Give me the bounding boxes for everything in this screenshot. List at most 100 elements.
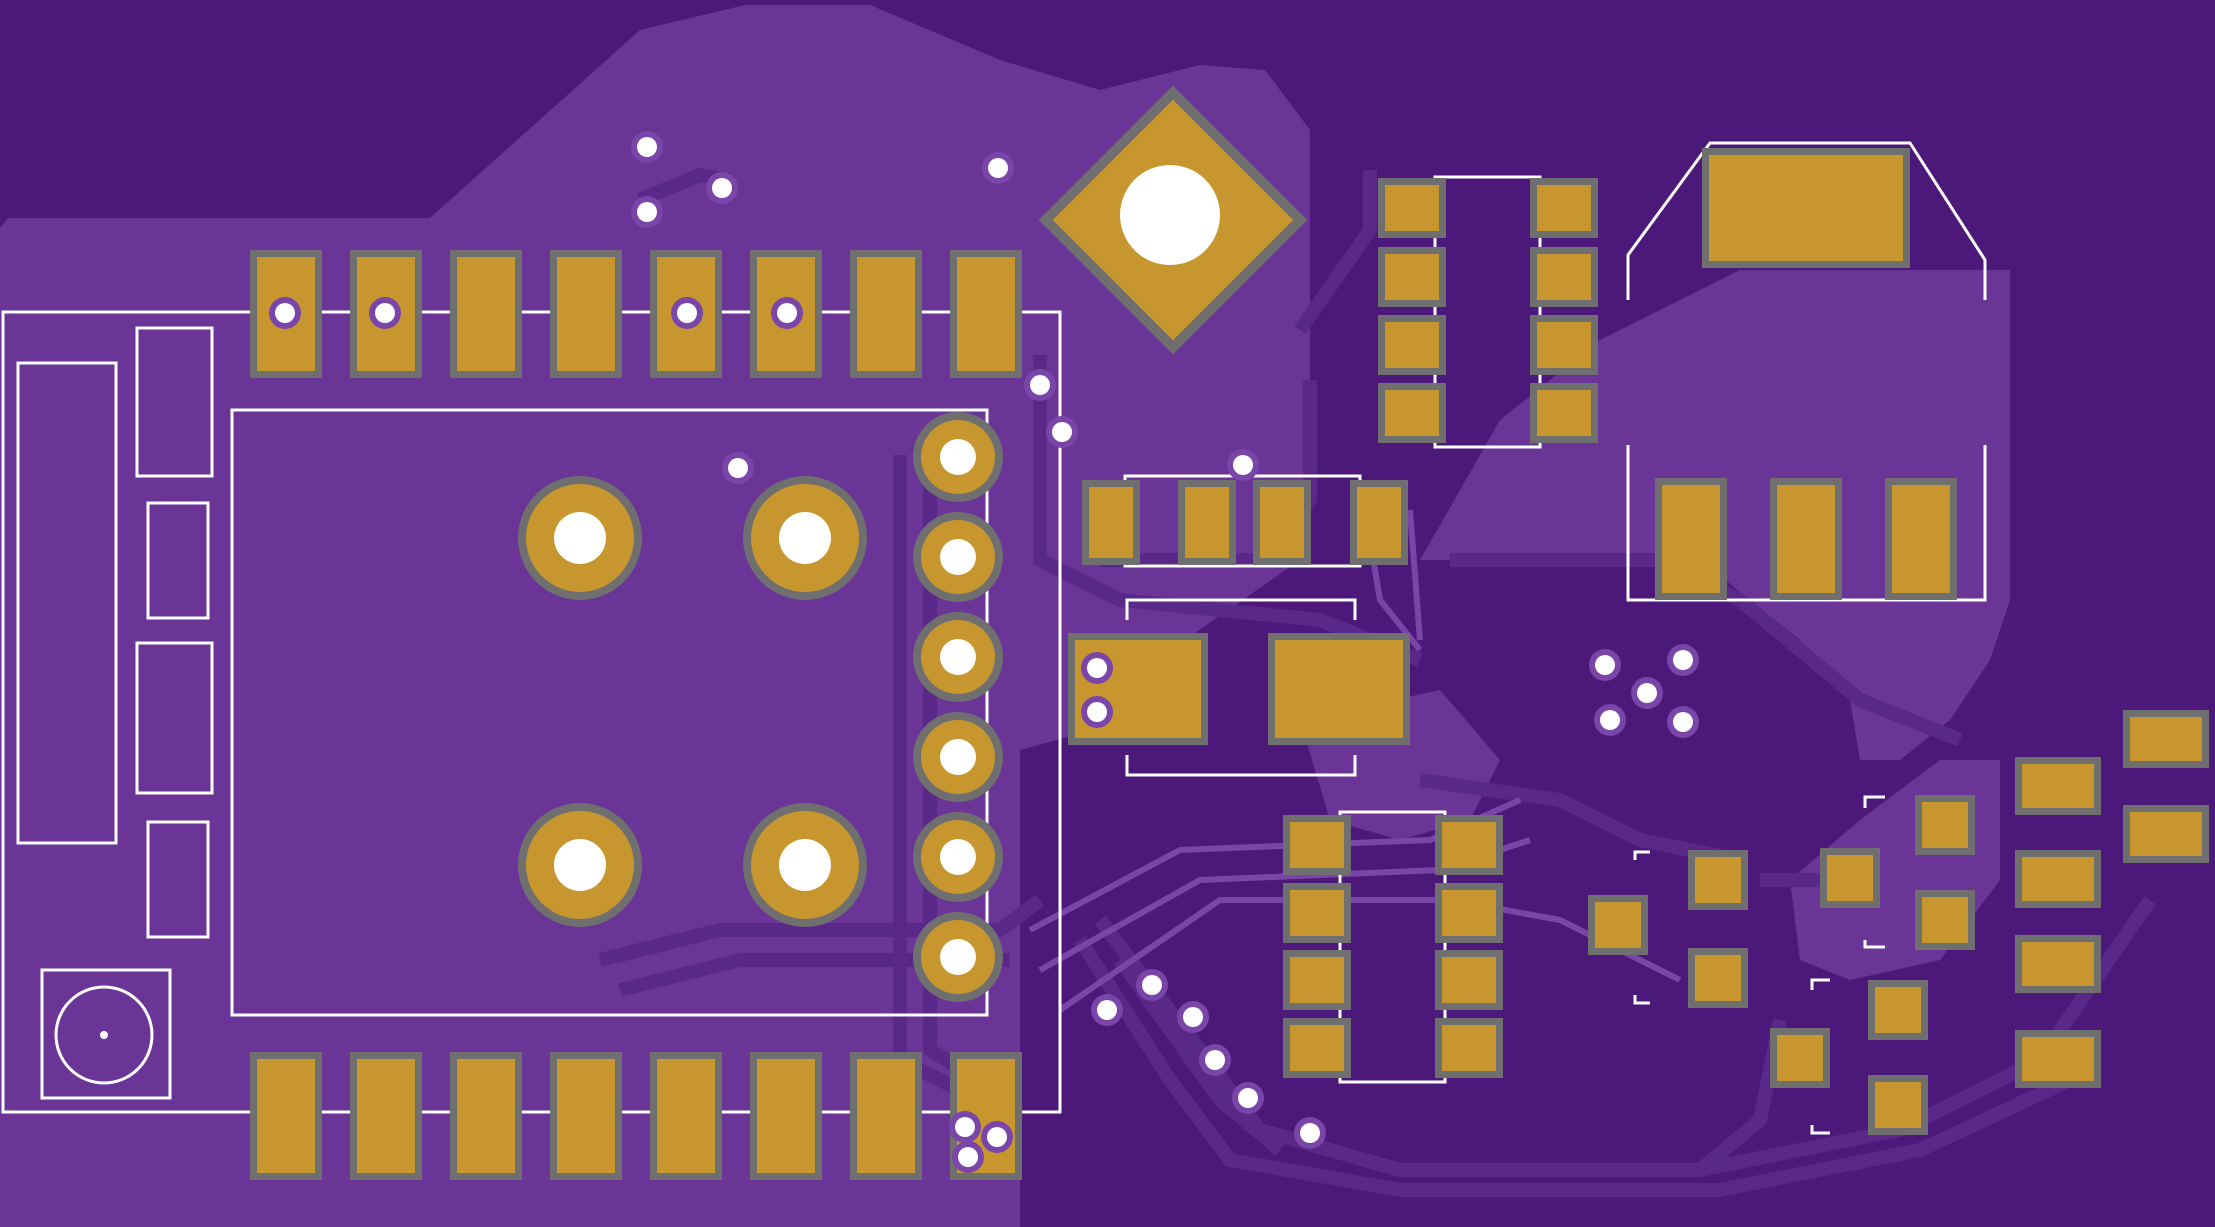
usb-mount-pad-4-drill bbox=[779, 839, 831, 891]
ic-top-left-pad-4-copper bbox=[1385, 390, 1439, 436]
via-28 bbox=[1087, 702, 1107, 722]
passive-pad-2-copper bbox=[1185, 487, 1229, 558]
usb-mount-pad-3-drill bbox=[554, 839, 606, 891]
passive-pad-4-copper bbox=[1357, 487, 1401, 558]
pin-header-pad-6-drill bbox=[940, 939, 976, 975]
via-24 bbox=[955, 1117, 975, 1137]
via-19 bbox=[1595, 655, 1615, 675]
via-25 bbox=[987, 1127, 1007, 1147]
sot-pad-8-copper bbox=[1875, 987, 1921, 1033]
antenna-outline-4 bbox=[146, 820, 210, 939]
sot-pad-9-copper bbox=[1875, 1082, 1921, 1128]
right-passive-pad-5-copper bbox=[2130, 717, 2202, 761]
via-10 bbox=[375, 303, 395, 323]
ic-bottom-right-pad-2-copper bbox=[1442, 890, 1496, 936]
ic-top-right-pad-3-copper bbox=[1537, 322, 1591, 368]
passive-pad-1-copper bbox=[1089, 487, 1133, 558]
sot-pad-7-copper bbox=[1777, 1035, 1823, 1081]
ic-bottom-right-pad-1-copper bbox=[1442, 822, 1496, 868]
via-11 bbox=[677, 303, 697, 323]
ic-bottom-left-pad-2-copper bbox=[1290, 890, 1344, 936]
header-bottom-pad-1-copper bbox=[257, 1059, 315, 1173]
sot-outline-4 bbox=[1863, 940, 1885, 949]
pin-header-pad-1-drill bbox=[940, 439, 976, 475]
ic-top-right-pad-1-copper bbox=[1537, 185, 1591, 231]
sot-outline-6 bbox=[1810, 1125, 1830, 1135]
via-17 bbox=[1238, 1088, 1258, 1108]
sot-pad-1-copper bbox=[1595, 902, 1641, 948]
ic-top-left-pad-3-copper bbox=[1385, 322, 1439, 368]
ic-bottom-right-pad-3-copper bbox=[1442, 957, 1496, 1003]
ic-top-right-pad-2-copper bbox=[1537, 254, 1591, 300]
header-top-pad-3-copper bbox=[457, 257, 515, 371]
via-22 bbox=[1600, 710, 1620, 730]
header-bottom-pad-7-copper bbox=[857, 1059, 915, 1173]
regulator-tab-pad-copper bbox=[1709, 155, 1903, 261]
sot-pad-2-copper bbox=[1695, 857, 1741, 903]
sot-pad-6-copper bbox=[1922, 897, 1968, 943]
sot-outline-1 bbox=[1633, 850, 1650, 860]
ic-top-left-pad-1-copper bbox=[1385, 185, 1439, 231]
regulator-outline bbox=[1626, 141, 1987, 300]
header-bottom-pad-3-copper bbox=[457, 1059, 515, 1173]
sot-outline-3 bbox=[1863, 795, 1885, 808]
via-1 bbox=[637, 137, 657, 157]
header-top-pad-4-copper bbox=[557, 257, 615, 371]
usb-mount-pad-1-drill bbox=[554, 512, 606, 564]
sot-pad-3-copper bbox=[1695, 955, 1741, 1001]
via-2 bbox=[712, 178, 732, 198]
ic-bottom-right-pad-4-copper bbox=[1442, 1025, 1496, 1071]
via-12 bbox=[777, 303, 797, 323]
module-outline bbox=[1, 310, 1062, 1114]
cap-outline-b bbox=[1125, 755, 1357, 777]
sot-outline-2 bbox=[1633, 995, 1650, 1005]
via-26 bbox=[958, 1147, 978, 1167]
ic-top-right-pad-4-copper bbox=[1537, 390, 1591, 436]
ic-top-left-pad-2-copper bbox=[1385, 254, 1439, 300]
sot-outline-5 bbox=[1810, 978, 1830, 990]
sot-pad-5-copper bbox=[1922, 802, 1968, 848]
pin-header-pad-3-drill bbox=[940, 639, 976, 675]
cap-outline bbox=[1125, 598, 1357, 620]
via-21 bbox=[1637, 683, 1657, 703]
antenna-outline-2 bbox=[146, 501, 210, 620]
sot-pad-4-copper bbox=[1827, 855, 1873, 901]
via-6 bbox=[1052, 422, 1072, 442]
antenna-outline-3 bbox=[135, 641, 214, 795]
via-15 bbox=[1183, 1007, 1203, 1027]
silkscreen bbox=[1, 141, 1987, 1135]
via-20 bbox=[1673, 650, 1693, 670]
ic-outline-bottom bbox=[1338, 810, 1447, 1084]
right-passive-pad-6-copper bbox=[2130, 812, 2202, 856]
ic-outline-top bbox=[1433, 175, 1542, 449]
right-passive-pad-4-copper bbox=[2022, 1037, 2094, 1081]
header-top-pad-7-copper bbox=[857, 257, 915, 371]
inner-module-outline bbox=[230, 408, 989, 1017]
right-passive-pad-3-copper bbox=[2022, 942, 2094, 986]
via-3 bbox=[637, 202, 657, 222]
via-23 bbox=[1673, 712, 1693, 732]
via-9 bbox=[275, 303, 295, 323]
passive-pad-3-copper bbox=[1260, 487, 1304, 558]
pin-header-pad-2-drill bbox=[940, 539, 976, 575]
via-4 bbox=[988, 158, 1008, 178]
via-13 bbox=[1097, 1000, 1117, 1020]
antenna-outline-1 bbox=[135, 326, 214, 478]
via-7 bbox=[1233, 455, 1253, 475]
header-bottom-pad-6-copper bbox=[757, 1059, 815, 1173]
via-5 bbox=[1030, 375, 1050, 395]
header-bottom-pad-5-copper bbox=[657, 1059, 715, 1173]
via-8 bbox=[728, 458, 748, 478]
via-16 bbox=[1205, 1050, 1225, 1070]
via-18 bbox=[1300, 1123, 1320, 1143]
via-27 bbox=[1087, 658, 1107, 678]
regulator-pin-pad-1-copper bbox=[1662, 485, 1720, 593]
led-center-mark bbox=[100, 1031, 108, 1039]
pin-header-pad-4-drill bbox=[940, 739, 976, 775]
ic-bottom-left-pad-4-copper bbox=[1290, 1025, 1344, 1071]
resistor-pad-right-copper bbox=[1275, 640, 1403, 738]
ic-bottom-left-pad-3-copper bbox=[1290, 957, 1344, 1003]
through-hole-pads bbox=[518, 412, 1003, 1002]
usb-mount-pad-2-drill bbox=[779, 512, 831, 564]
